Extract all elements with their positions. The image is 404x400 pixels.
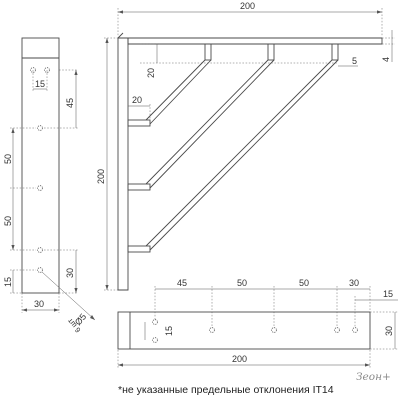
dim-side-top-offset: 45: [65, 98, 75, 108]
dim-front-arm-offset: 5: [352, 56, 357, 66]
brace-1: [145, 59, 212, 125]
brace-2: [145, 59, 275, 189]
bottom-hole-4: [334, 327, 340, 333]
hole-leader-line: [41, 271, 96, 321]
technical-drawing: 15 45 50 50 30 15 30 Ø5 6 шт: [3, 1, 398, 368]
dim-front-width: 200: [240, 1, 255, 11]
top-bar: [127, 37, 383, 45]
plate-top-chamfer: [117, 32, 124, 39]
dim-front-stand-depth: 20: [132, 95, 142, 105]
bottom-hole-bottom: [152, 337, 158, 343]
arrowheads: [11, 10, 382, 367]
bottom-hole-5: [352, 327, 358, 333]
dim-bottom-hole-spacing: 15: [164, 326, 174, 336]
bottom-plate-outline: [117, 311, 371, 350]
dim-side-hole-spacing: 15: [35, 79, 45, 89]
dim-bottom-fourth: 30: [349, 278, 359, 288]
tolerance-note: *не указанные предельные отклонения IT14: [118, 384, 334, 396]
dim-side-width: 30: [34, 299, 44, 309]
side-hole-4: [37, 247, 43, 253]
dim-bottom-end: 15: [383, 289, 393, 299]
side-hole-5: [37, 267, 43, 273]
standoff-2: [127, 183, 151, 191]
dim-front-thickness: 4: [381, 57, 391, 62]
dim-bottom-height: 30: [384, 326, 394, 336]
side-hole-2: [37, 125, 43, 131]
brand-logo: Зеон+: [356, 371, 391, 383]
side-hole-top-left: [30, 67, 36, 73]
dim-front-height: 200: [96, 169, 106, 184]
standoff-3: [127, 245, 151, 253]
bottom-hole-top: [152, 319, 158, 325]
brace-3: [145, 59, 339, 251]
dim-side-pitch-upper: 50: [3, 154, 13, 164]
bottom-hole-2: [209, 327, 215, 333]
dim-front-arm-height: 20: [146, 68, 156, 78]
dim-side-pitch-lower: 50: [3, 216, 13, 226]
dim-bottom-first: 45: [177, 278, 187, 288]
side-plate-outline: [21, 37, 60, 294]
stub-1: [204, 43, 212, 61]
front-view: 200 4 20 5 20 200: [96, 1, 395, 291]
stub-2: [267, 43, 275, 61]
dim-bottom-second: 50: [237, 278, 247, 288]
bottom-hole-3: [271, 327, 277, 333]
vertical-plate: [117, 37, 129, 291]
standoff-1: [127, 119, 151, 127]
bottom-view: 45 50 50 30 15 15 30 200: [117, 278, 398, 368]
dim-bottom-length: 200: [232, 354, 247, 364]
dim-bottom-third: 50: [299, 278, 309, 288]
side-hole-top-right: [44, 67, 50, 73]
dim-side-bottom-hole: 15: [3, 277, 13, 287]
side-hole-3: [37, 185, 43, 191]
stub-3: [331, 43, 339, 61]
dim-side-bottom-offset: 30: [65, 268, 75, 278]
side-view: 15 45 50 50 30 15 30 Ø5 6 шт: [3, 37, 96, 334]
